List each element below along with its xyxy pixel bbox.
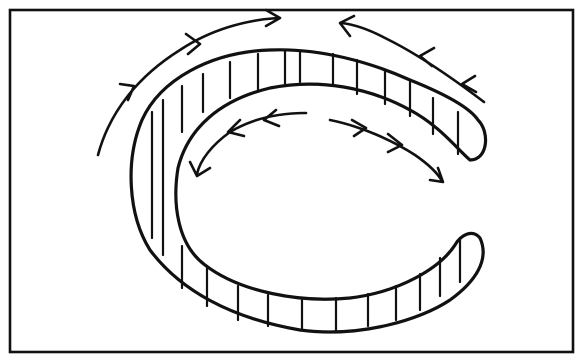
horseshoe-diagram bbox=[0, 0, 583, 362]
figure-canvas bbox=[0, 0, 583, 362]
